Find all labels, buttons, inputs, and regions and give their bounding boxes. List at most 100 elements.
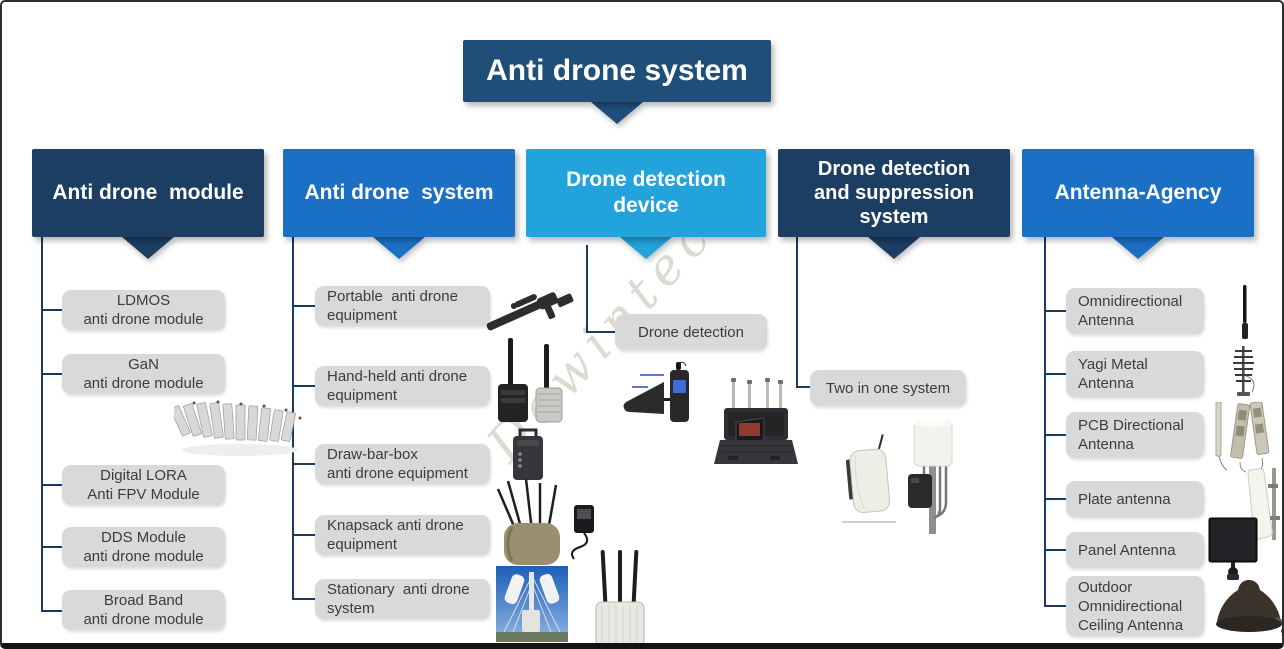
connector-line xyxy=(292,385,315,387)
item-label: Knapsack anti drone xyxy=(327,517,464,534)
header-label: system xyxy=(859,206,929,228)
connector-line xyxy=(586,245,588,333)
item-label: equipment xyxy=(327,307,398,324)
item-label: Portable anti drone xyxy=(327,288,458,305)
item-label: system xyxy=(327,600,375,617)
item-digital-lora: Digital LORA Anti FPV Module xyxy=(62,465,225,505)
connector-line xyxy=(41,484,62,486)
item-knapsack: Knapsack anti drone equipment xyxy=(315,515,490,555)
drawbar-box-photo xyxy=(513,428,543,480)
item-label: Broad Band xyxy=(103,592,184,609)
pole-unit-photo xyxy=(908,421,953,534)
item-plate-antenna: Plate antenna xyxy=(1066,481,1204,517)
pcb-antenna-photo xyxy=(1215,402,1270,473)
header-label: Antenna-Agency xyxy=(1054,181,1222,204)
connector-line xyxy=(1044,310,1066,312)
item-handheld: Hand-held anti drone equipment xyxy=(315,366,490,406)
header-label: and suppression xyxy=(813,182,975,204)
item-label: Yagi Metal xyxy=(1078,356,1148,373)
item-label: Panel Antenna xyxy=(1078,541,1176,559)
header-label: Anti drone system xyxy=(304,181,494,204)
page-title: Anti drone system xyxy=(463,40,771,102)
header-pointer xyxy=(122,237,174,259)
connector-line xyxy=(292,598,315,600)
item-label: LDMOS xyxy=(116,292,171,309)
suitcase-detector-photo xyxy=(714,378,798,464)
item-panel-antenna: Panel Antenna xyxy=(1066,532,1204,568)
connector-line xyxy=(796,386,810,388)
ceiling-antenna-photo xyxy=(1216,580,1282,634)
handheld-devices-photo xyxy=(498,338,563,423)
connector-line xyxy=(41,546,62,548)
item-broadband: Broad Band anti drone module xyxy=(62,590,225,630)
item-label: Outdoor xyxy=(1078,578,1133,596)
header-pointer xyxy=(620,237,672,259)
connector-line xyxy=(796,237,798,388)
item-label: equipment xyxy=(327,387,398,404)
connector-line xyxy=(41,309,62,311)
knapsack-photo xyxy=(496,479,594,565)
title-pointer xyxy=(591,102,643,124)
detection-handheld-photo xyxy=(623,361,689,422)
item-label: Omnidirectional xyxy=(1078,293,1183,310)
category-header-drone-detection-device: Drone detection device xyxy=(526,149,766,237)
item-label: Two in one system xyxy=(825,379,951,397)
connector-line xyxy=(292,534,315,536)
connector-line xyxy=(41,373,62,375)
item-ldmos: LDMOS anti drone module xyxy=(62,290,225,330)
header-pointer xyxy=(1112,237,1164,259)
item-label: Digital LORA xyxy=(100,467,187,484)
connector-line xyxy=(1044,498,1066,500)
header-label: device xyxy=(613,194,679,217)
wallbox-photo xyxy=(842,434,896,523)
connector-line xyxy=(1044,605,1066,607)
item-label: anti drone module xyxy=(83,311,204,328)
item-label: Drone detection xyxy=(638,323,744,341)
item-label: Antenna xyxy=(1078,436,1134,453)
connector-line xyxy=(586,331,615,333)
item-label: Ceiling Antenna xyxy=(1078,616,1184,634)
portable-gun-photo xyxy=(486,292,574,331)
connector-line xyxy=(1044,434,1066,436)
connector-line xyxy=(1044,549,1066,551)
item-yagi-antenna: Yagi Metal Antenna xyxy=(1066,351,1204,397)
item-label: Plate antenna xyxy=(1078,490,1171,508)
item-label: Antenna xyxy=(1078,312,1134,329)
item-label: anti drone equipment xyxy=(327,465,468,482)
header-label: Drone detection xyxy=(817,158,971,180)
header-pointer xyxy=(868,237,920,259)
connector-line xyxy=(292,305,315,307)
gan-modules-photo xyxy=(174,400,302,456)
item-stationary: Stationary anti drone system xyxy=(315,579,490,619)
item-label: Antenna xyxy=(1078,375,1134,392)
category-header-antenna-agency: Antenna-Agency xyxy=(1022,149,1254,237)
connector-line xyxy=(41,237,43,612)
connector-line xyxy=(41,610,62,612)
item-two-in-one: Two in one system xyxy=(810,370,966,406)
item-label: GaN xyxy=(128,356,159,373)
yagi-antenna-photo xyxy=(1233,346,1255,396)
item-label: Draw-bar-box xyxy=(327,446,418,463)
panel-antenna-photo xyxy=(1208,517,1258,580)
item-label: Stationary anti drone xyxy=(327,581,470,598)
page-title-label: Anti drone system xyxy=(486,54,748,87)
item-pcb-antenna: PCB Directional Antenna xyxy=(1066,412,1204,458)
item-label: anti drone module xyxy=(83,611,204,628)
item-label: Omnidirectional xyxy=(1078,597,1183,615)
stationary-mast-photo xyxy=(496,566,568,642)
header-pointer xyxy=(373,237,425,259)
header-label: Drone detection xyxy=(566,168,726,191)
item-label: anti drone module xyxy=(83,375,204,392)
connector-line xyxy=(1044,373,1066,375)
connector-line xyxy=(292,463,315,465)
item-label: DDS Module xyxy=(100,529,187,546)
item-omni-antenna: Omnidirectional Antenna xyxy=(1066,288,1204,334)
item-drawbar: Draw-bar-box anti drone equipment xyxy=(315,444,490,484)
category-header-anti-drone-system: Anti drone system xyxy=(283,149,515,237)
category-header-anti-drone-module: Anti drone module xyxy=(32,149,264,237)
omni-antenna-photo xyxy=(1242,285,1248,339)
header-label: Anti drone module xyxy=(52,181,244,204)
item-label: Hand-held anti drone xyxy=(327,368,468,385)
outdoor-unit-photo xyxy=(595,550,645,643)
